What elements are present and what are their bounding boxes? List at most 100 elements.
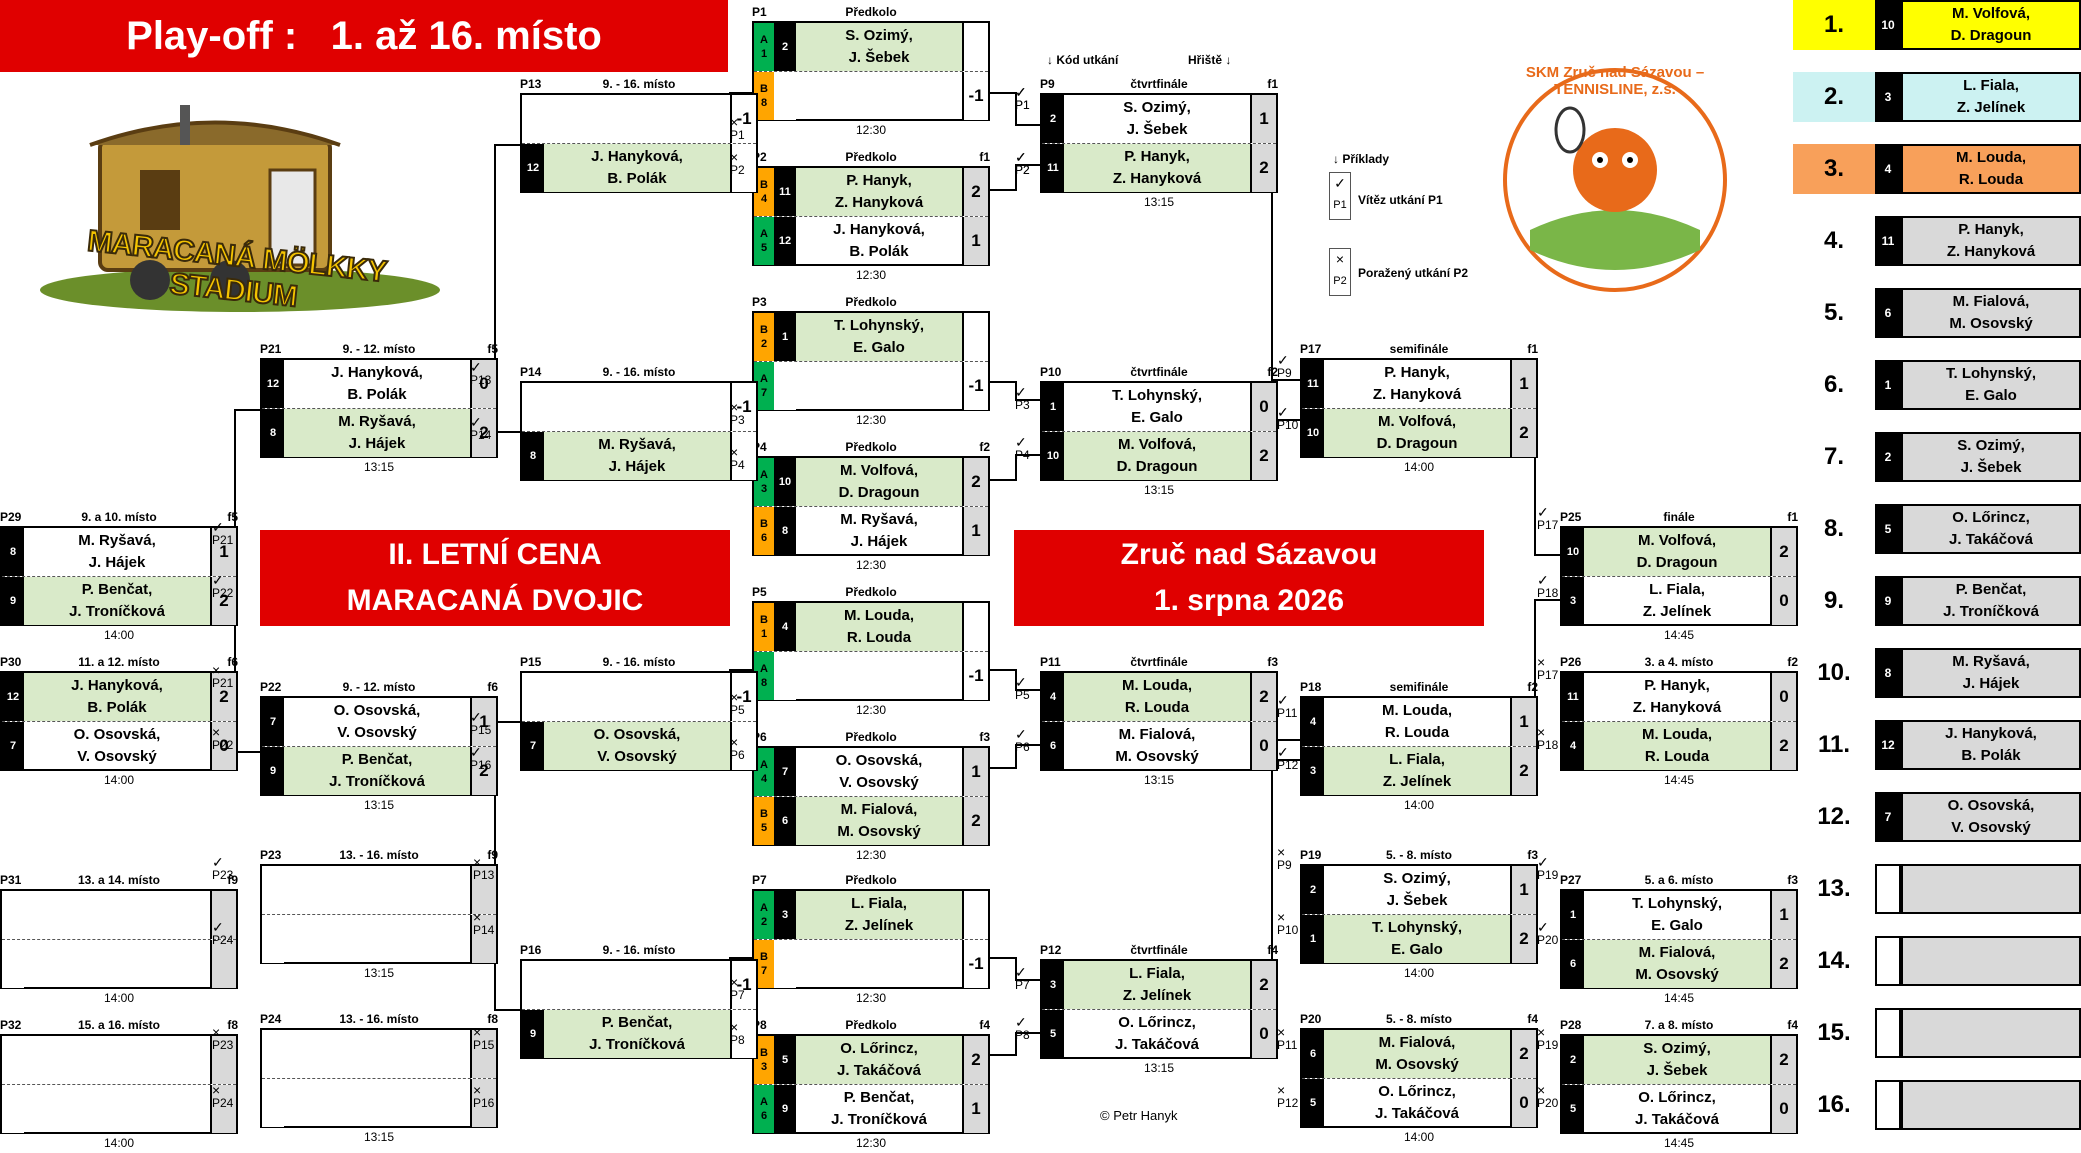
player-1: M. Ryšavá,	[598, 436, 676, 453]
maracana-logo: MARACANÁ MÖLKKY STADIUM	[30, 90, 440, 320]
mark-target: P15	[473, 1038, 495, 1052]
score: 2	[1770, 722, 1796, 770]
group-letter: A	[760, 469, 768, 481]
check-icon: ✓	[1537, 919, 1549, 935]
match-code: P30	[0, 655, 22, 669]
score: 2	[210, 673, 236, 721]
player-2: R. Louda	[1644, 748, 1710, 765]
loser-mark: ×P13	[473, 855, 494, 882]
seed-number: 7	[1875, 792, 1901, 842]
player-2: J. Hájek	[608, 458, 666, 475]
match-stage: Předkolo	[845, 150, 897, 164]
player-1: O. Osovská,	[593, 726, 681, 743]
match-code: P32	[0, 1018, 22, 1032]
match-time: 13:15	[1143, 773, 1175, 787]
score	[470, 866, 496, 914]
team-names: L. Fiala,Z. Jelínek	[1064, 961, 1250, 1009]
winner-mark: ✓P17	[1537, 505, 1558, 532]
rank: 15.	[1817, 1019, 1851, 1046]
team-names: O. Lőrincz,J. Takáčová	[796, 1036, 962, 1084]
mark-target: P12	[1277, 758, 1299, 772]
seed-number	[262, 915, 284, 963]
check-icon: ✓	[1015, 964, 1027, 980]
team-names: P. Hanyk,Z. Hanyková	[1064, 144, 1250, 192]
mark-target: P6	[1015, 740, 1030, 754]
player-1: M. Volfová,	[1117, 436, 1197, 453]
player-1: L. Fiala,	[1963, 77, 2019, 94]
player-2: M. Osovský	[1635, 966, 1719, 983]
place-banner: Zruč nad Sázavou 1. srpna 2026	[1014, 530, 1484, 626]
group-letter: A	[760, 759, 768, 771]
player-2: J. Takáčová	[1115, 1036, 1199, 1053]
check-icon: ✓	[1015, 674, 1027, 690]
player-1: L. Fiala,	[1129, 965, 1185, 982]
check-icon: ✓	[212, 572, 224, 588]
score	[210, 1036, 236, 1084]
score: 2	[470, 409, 496, 457]
team-names: T. Lohynský,E. Galo	[1064, 383, 1250, 431]
seed-number	[774, 72, 796, 120]
match-code: P7	[752, 873, 767, 887]
score: 2	[1510, 1030, 1536, 1078]
mark-target: P9	[1277, 858, 1292, 872]
match-court: f4	[1527, 1012, 1538, 1026]
seed-number: 12	[262, 360, 284, 408]
seed-number: 11	[1562, 673, 1584, 721]
match-stage: Předkolo	[845, 440, 897, 454]
player-1: O. Lőrincz,	[840, 1040, 918, 1057]
winner-mark: ✓P3	[1015, 385, 1030, 412]
match-court: f5	[227, 510, 238, 524]
winner-mark: ✓P22	[212, 572, 233, 600]
winner-mark: ✓P6	[1015, 727, 1030, 754]
mark-target: P18	[1537, 738, 1559, 752]
team-names: M. Ryšavá,J. Hájek	[24, 528, 210, 576]
player-1: P. Hanyk,	[1644, 677, 1710, 694]
match-time: 12:30	[855, 703, 887, 717]
seed-number: 2	[1302, 866, 1324, 914]
rank: 2.	[1793, 72, 1875, 122]
score: 1	[962, 217, 988, 265]
winner-mark: ✓P12	[1277, 745, 1299, 772]
player-1: T. Lohynský,	[833, 317, 925, 334]
seed-number: 4	[1302, 698, 1324, 746]
team-names: M. Volfová,D. Dragoun	[1901, 0, 2081, 50]
player-2: Z. Jelínek	[1642, 603, 1712, 620]
seed-number: 10	[774, 458, 796, 506]
seed-number: 1	[1875, 360, 1901, 410]
seed-number	[2, 1036, 24, 1084]
score: 2	[1250, 673, 1276, 721]
player-2: R. Louda	[1384, 724, 1450, 741]
player-2: D. Dragoun	[1376, 435, 1458, 452]
match-time: 13:15	[363, 798, 395, 812]
player-2: J. Troníčková	[589, 1036, 685, 1053]
match-time: 14:45	[1663, 773, 1695, 787]
match-court: f6	[227, 655, 238, 669]
player-2: J. Troníčková	[69, 603, 165, 620]
winner-mark: ✓P9	[1277, 353, 1292, 380]
player-2: B. Polák	[347, 386, 407, 403]
seed-number: 10	[1302, 409, 1324, 457]
seed-number: 11	[1875, 216, 1901, 266]
